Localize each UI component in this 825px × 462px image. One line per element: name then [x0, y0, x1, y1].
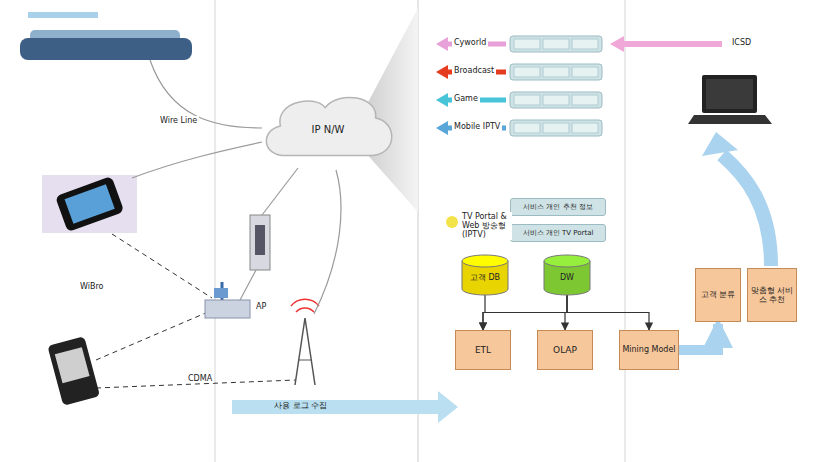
node-text: DW [560, 273, 574, 282]
node-text: Mining Model [622, 345, 675, 354]
node-text: IP N/W [312, 124, 345, 136]
flow-label: 사용 로그 수집 [272, 401, 329, 410]
source-label: ICSD [730, 38, 753, 47]
process-box: Mining Model [619, 330, 679, 370]
connector-arrow [567, 295, 649, 330]
source-label: Broadcast [452, 66, 496, 75]
node-text: 맞춤형 서비스 추천 [750, 286, 794, 304]
portal-label: TV Portal & Web 방송형 (IPTV) [460, 212, 512, 240]
node-text: 고객 DB [470, 273, 500, 282]
database-cylinder: DW [544, 255, 590, 295]
link-label: CDMA [186, 374, 214, 383]
process-box: 맞춤형 서비스 추천 [747, 268, 797, 322]
source-label: Mobile IPTV [452, 122, 502, 131]
node-text: 고객 분류 [701, 290, 736, 299]
node-text: 서비스 개인 TV Portal [523, 229, 594, 237]
link-label: Wire Line [158, 116, 199, 125]
database-cylinder: 고객 DB [462, 255, 508, 295]
link-label: WiBro [78, 282, 105, 291]
service-bar: 서비스 개인 추천 정보 [510, 198, 606, 216]
service-bar: 서비스 개인 TV Portal [510, 224, 606, 242]
device-label: AP [254, 302, 268, 311]
flow-arrow [679, 324, 718, 350]
process-box: OLAP [537, 330, 593, 370]
connector-arrow [483, 295, 567, 330]
node-text: ETL [475, 345, 491, 355]
node-text: 서비스 개인 추천 정보 [523, 203, 593, 211]
node-text: OLAP [553, 345, 577, 355]
process-box: 고객 분류 [695, 268, 741, 322]
process-box: ETL [455, 330, 511, 370]
source-label: Cyworld [452, 38, 488, 47]
source-label: Game [452, 94, 480, 103]
network-cloud: IP N/W [258, 90, 398, 170]
